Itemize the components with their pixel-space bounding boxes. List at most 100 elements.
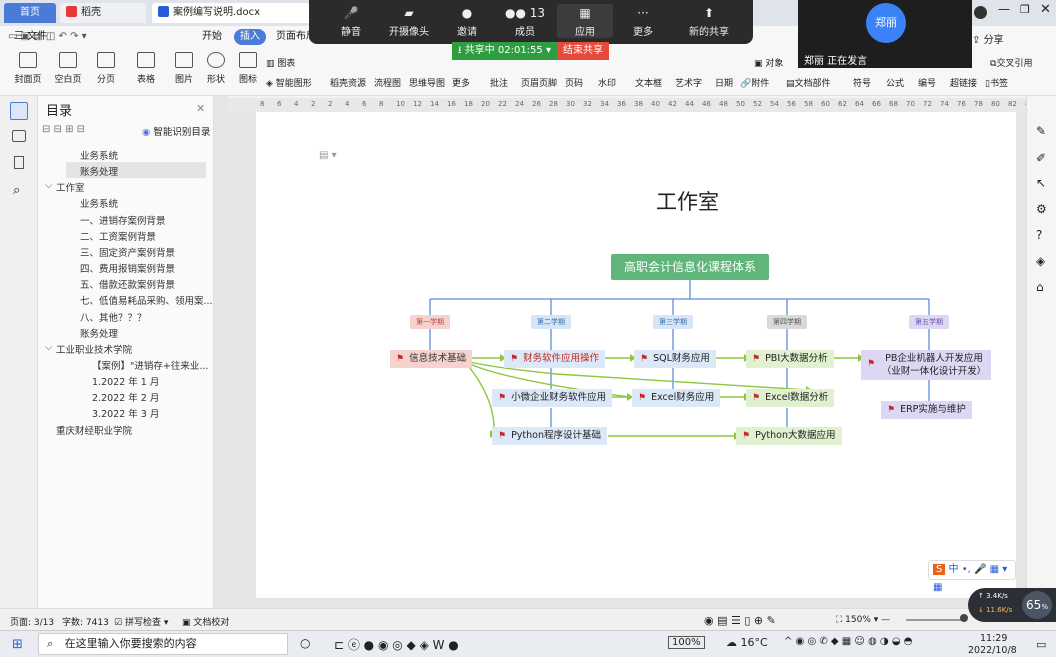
new-share-button[interactable]: ⬆新的共享 (681, 6, 737, 38)
pen-icon[interactable]: ✐ (1036, 151, 1047, 165)
cursor-icon[interactable]: ↖ (1036, 176, 1047, 190)
toc-item[interactable]: 工作室 (56, 183, 85, 195)
mute-button[interactable]: 🎤静音 (323, 6, 379, 38)
toc-item[interactable]: 账务处理 (80, 328, 119, 340)
settings-sliders-icon[interactable]: ⚙ (1036, 202, 1047, 216)
zoom-slider[interactable] (906, 619, 966, 621)
search-icon[interactable]: ⌕ (13, 183, 21, 198)
toc-tools[interactable]: ⊟ ⊟ ⊞ ⊟ (42, 124, 86, 135)
mindmap-root-node[interactable]: 高职会计信息化课程体系 (611, 254, 769, 280)
toc-item[interactable]: 八、其他？？？ (80, 312, 147, 324)
task-view-icon[interactable]: ○ (300, 636, 311, 650)
course-node-pb-robot[interactable]: ⚑PB企业机器人开发应用（业财一体化设计开发） (861, 350, 991, 380)
spell-check-button[interactable]: ☑ 拼写检查 ▾ (114, 618, 169, 628)
apps-button[interactable]: ▦应用 (557, 4, 613, 38)
undo-redo-icons[interactable]: ▭ ▣ ▤ ◫ ↶ ↷ ▾ (8, 31, 87, 42)
style-icon[interactable]: ✎ (1036, 124, 1047, 138)
table-button[interactable]: 表格 (124, 52, 168, 85)
close-icon[interactable]: ✕ (1040, 2, 1051, 17)
tab-layout[interactable]: 页面布局 (276, 31, 316, 42)
share-button[interactable]: ⇪ 分享 (972, 35, 1004, 46)
course-node-info-tech[interactable]: ⚑信息技术基础 (390, 350, 473, 368)
weather[interactable]: ☁ 16°C (726, 636, 768, 649)
proofread-button[interactable]: ▣ 文档校对 (182, 618, 230, 628)
toc-item[interactable]: 业务系统 (80, 199, 119, 211)
course-node-fin-sw[interactable]: ⚑财务软件应用操作 (504, 350, 606, 368)
toc-item[interactable]: 3.2022 年 3 月 (92, 409, 160, 421)
close-pane-icon[interactable]: ✕ (196, 102, 206, 115)
toc-item[interactable]: 重庆财经职业学院 (56, 425, 133, 437)
view-mode-icons[interactable]: ◉ ▤ ☰ ▯ ⊕ ✎ (704, 614, 776, 627)
mindmap-button[interactable]: 思维导图 (409, 79, 446, 89)
toc-item[interactable]: 【案例】"进销存+往来业... (92, 360, 209, 372)
tab-home[interactable]: 首页 (4, 3, 56, 23)
smart-shape-button[interactable]: ◈ 智能图形 (266, 79, 312, 89)
course-node-sql[interactable]: ⚑SQL财务应用 (634, 350, 716, 368)
object-button[interactable]: ▣ 对象 (754, 59, 784, 69)
toc-collapse-icon[interactable]: ⌵ (45, 180, 53, 192)
page-number-button[interactable]: 页码 (565, 79, 584, 89)
wordart-button[interactable]: 艺术字 (675, 79, 703, 89)
semester-1-node[interactable]: 第一学期 (410, 315, 450, 329)
course-node-python-big[interactable]: ⚑Python大数据应用 (736, 427, 842, 445)
invite-button[interactable]: ●邀请 (439, 6, 495, 38)
collapse-icon[interactable]: ⌂ (1036, 280, 1044, 294)
zoom-slider-thumb[interactable] (960, 614, 968, 622)
more-options-button[interactable]: ···更多 (615, 6, 671, 38)
shape-button[interactable]: 形状 (194, 52, 238, 85)
hyperlink-button[interactable]: 超链接 (950, 79, 978, 89)
taskbar-apps-icons[interactable]: ⊏ ⓔ ● ◉ ◎ ◆ ◈ W ● (334, 638, 459, 652)
taskbar-search-input[interactable]: ⌕ 在这里输入你要搜索的内容 (38, 633, 288, 655)
location-icon[interactable]: ◈ (1036, 254, 1046, 268)
cross-reference-button[interactable]: ⧉交叉引用 (990, 59, 1033, 69)
attachment-button[interactable]: 🔗附件 (740, 79, 770, 89)
folder-icon[interactable] (12, 130, 26, 142)
image-button[interactable]: 图片 (162, 52, 206, 85)
tab-file[interactable]: 三 文件 (14, 31, 48, 42)
bookmark-button[interactable]: ▯书签 (985, 79, 1008, 89)
blank-page-button[interactable]: 空白页 (46, 52, 90, 85)
tab-daoke[interactable]: 稻壳 (60, 3, 146, 23)
help-icon[interactable]: ? (1036, 228, 1043, 242)
formula-button[interactable]: 公式 (886, 79, 905, 89)
toc-item[interactable]: 业务系统 (80, 151, 119, 162)
more-button[interactable]: 更多 (452, 79, 471, 89)
flowchart-button[interactable]: 流程图 (374, 79, 402, 89)
course-node-excel-data[interactable]: ⚑Excel数据分析 (746, 389, 835, 407)
course-node-pbi[interactable]: ⚑PBI大数据分析 (746, 350, 834, 368)
restore-icon[interactable]: ❐ (1020, 3, 1030, 16)
header-footer-button[interactable]: 页眉页脚 (521, 79, 558, 89)
numbering-button[interactable]: 编号 (918, 79, 937, 89)
semester-4-node[interactable]: 第四学期 (767, 315, 807, 329)
course-node-excel-fin[interactable]: ⚑Excel财务应用 (632, 389, 721, 407)
smart-toc-button[interactable]: ◉ 智能识别目录 (142, 124, 210, 138)
tray-icons[interactable]: ^ ◉ ◎ ✆ ◆ ▦ ☺ ◍ ◑ ◒ ◓ (784, 636, 913, 647)
toc-item[interactable]: 1.2022 年 1 月 (92, 377, 160, 389)
toc-item[interactable]: 三、固定资产案例背景 (80, 247, 176, 259)
camera-button[interactable]: ▰开摄像头 (381, 6, 437, 38)
toc-panel-icon[interactable] (10, 102, 28, 120)
minimize-icon[interactable]: — (998, 2, 1010, 16)
toc-item[interactable]: 二、工资案例背景 (80, 231, 157, 243)
toc-collapse-icon[interactable]: ⌵ (45, 341, 53, 353)
page-break-button[interactable]: 分页 (84, 52, 128, 85)
semester-5-node[interactable]: 第五学期 (909, 315, 949, 329)
windows-start-icon[interactable]: ⊞ (12, 637, 23, 652)
toc-item[interactable]: 四、费用报销案例背景 (80, 264, 176, 276)
toc-item[interactable]: 2.2022 年 2 月 (92, 393, 160, 405)
course-node-small-sw[interactable]: ⚑小微企业财务软件应用 (492, 389, 613, 407)
clock-date[interactable]: 2022/10/8 (968, 645, 1017, 656)
comment-button[interactable]: 批注 (490, 79, 509, 89)
textbox-button[interactable]: 文本框 (635, 79, 663, 89)
cover-page-button[interactable]: 封面页 (6, 52, 50, 85)
clock-time[interactable]: 11:29 (980, 633, 1008, 644)
chart-button[interactable]: ▥ 图表 (266, 59, 296, 69)
tab-insert[interactable]: 插入 (234, 29, 266, 45)
semester-2-node[interactable]: 第二学期 (531, 315, 571, 329)
toc-item[interactable]: 五、借款还款案例背景 (80, 280, 176, 292)
watermark-button[interactable]: 水印 (598, 79, 617, 89)
zoom-level[interactable]: ⛶ 150% ▾ — (836, 615, 891, 625)
course-node-erp[interactable]: ⚑ERP实施与维护 (881, 401, 972, 419)
toc-item[interactable]: 工业职业技术学院 (56, 344, 133, 356)
toc-item[interactable]: 账务处理 (80, 167, 119, 179)
